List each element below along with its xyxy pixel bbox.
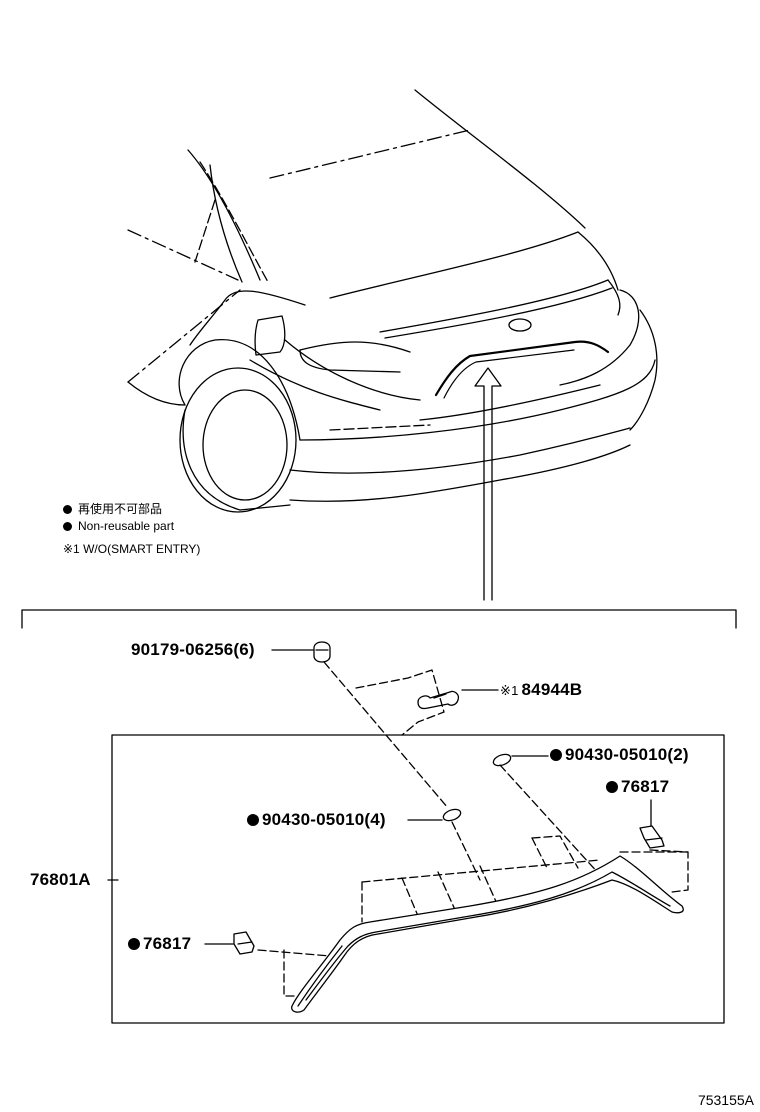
mounting-guides bbox=[361, 835, 689, 923]
legend-nonreusable-en: Non-reusable part bbox=[63, 519, 174, 533]
assembly-box bbox=[111, 734, 725, 1024]
nonreusable-bullet-icon bbox=[128, 938, 140, 950]
legend-note: ※1 W/O(SMART ENTRY) bbox=[63, 542, 200, 556]
legend-nonreusable-jp: 再使用不可部品 bbox=[63, 502, 162, 516]
nut-a-part bbox=[492, 753, 512, 767]
nonreusable-bullet-icon bbox=[550, 749, 562, 761]
legend-text: 再使用不可部品 bbox=[78, 502, 163, 516]
pointer-arrow bbox=[474, 367, 502, 601]
legend-text: Non-reusable part bbox=[78, 519, 175, 533]
handle-switch-part bbox=[355, 669, 460, 736]
label-garnish[interactable]: 76801A bbox=[30, 870, 91, 889]
label-retainer-left[interactable]: 76817 bbox=[128, 934, 191, 954]
label-nut-a[interactable]: 90430-05010(2) bbox=[550, 745, 689, 765]
note-text: W/O(SMART ENTRY) bbox=[83, 542, 201, 556]
retainer-right-part bbox=[639, 825, 665, 849]
bullet-icon bbox=[63, 522, 72, 531]
garnish-part bbox=[291, 855, 684, 1013]
retainer-left-part bbox=[233, 931, 255, 955]
label-nut-b[interactable]: 90430-05010(4) bbox=[247, 810, 386, 830]
note-mark: ※1 bbox=[63, 542, 80, 556]
bullet-icon bbox=[63, 505, 72, 514]
car-illustration bbox=[127, 89, 658, 513]
detail-bracket bbox=[21, 609, 737, 629]
clip-part bbox=[313, 641, 331, 663]
label-clip[interactable]: 90179-06256(6) bbox=[131, 640, 255, 659]
nonreusable-bullet-icon bbox=[606, 781, 618, 793]
figure-number: 753155A bbox=[697, 1092, 754, 1108]
nut-b-part bbox=[442, 808, 462, 822]
label-retainer-right[interactable]: 76817 bbox=[606, 777, 669, 797]
nonreusable-bullet-icon bbox=[247, 814, 259, 826]
